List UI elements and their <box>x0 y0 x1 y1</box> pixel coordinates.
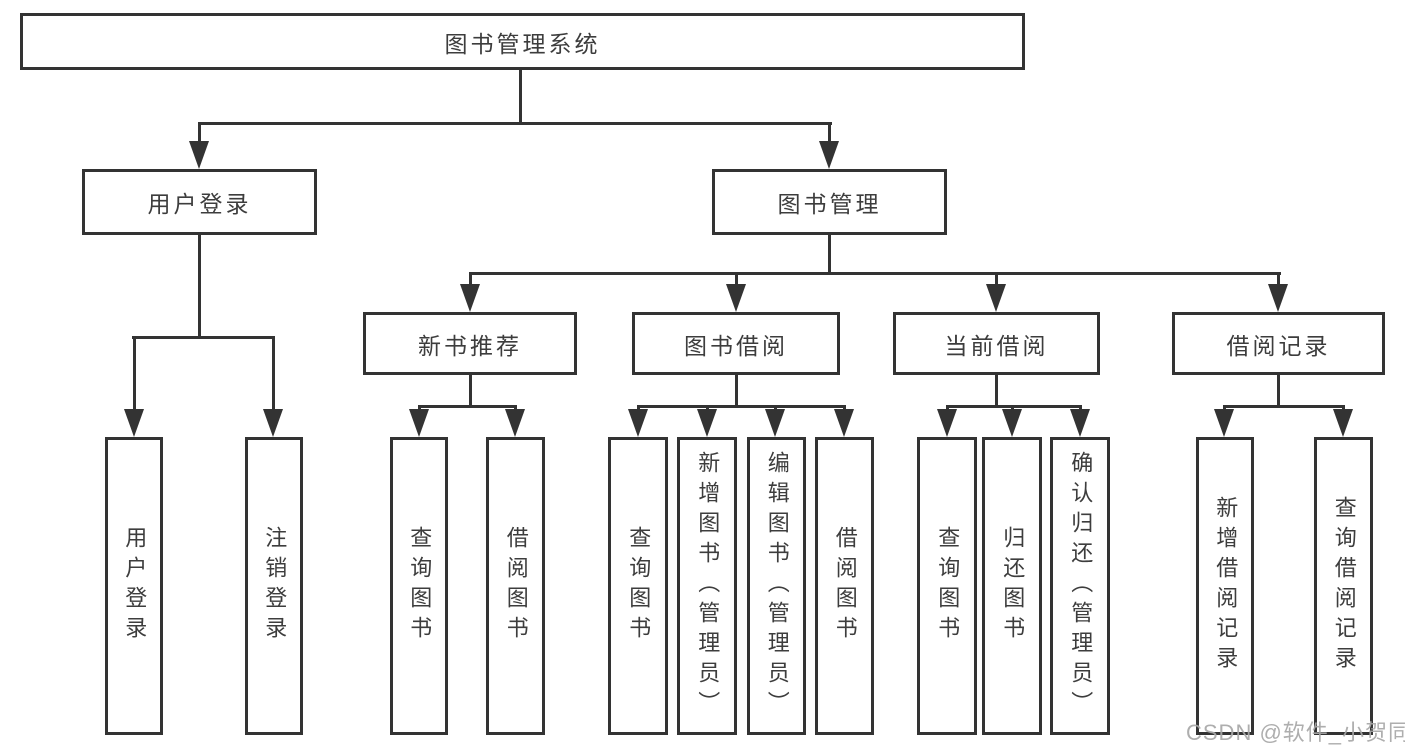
leaf-query-books-recommend: 查询图书 <box>390 437 448 735</box>
connector-line <box>418 405 517 408</box>
node-book-management-label: 图书管理 <box>777 191 882 217</box>
node-library-system-label: 图书管理系统 <box>444 30 601 57</box>
node-new-book-recommend-label: 新书推荐 <box>418 332 522 359</box>
arrow-down-icon <box>263 409 283 437</box>
connector-line <box>1277 272 1280 286</box>
connector-line <box>1342 405 1345 411</box>
connector-line <box>735 272 738 286</box>
leaf-confirm-return-admin: 确认归还（管理员） <box>1050 437 1110 735</box>
connector-line <box>1011 405 1014 411</box>
connector-line <box>706 405 709 411</box>
leaf-add-borrow-record: 新增借阅记录 <box>1196 437 1254 735</box>
arrow-down-icon <box>819 141 839 169</box>
arrow-down-icon <box>460 284 480 312</box>
connector-line <box>519 68 522 124</box>
connector-line <box>946 405 949 411</box>
leaf-borrow-books: 借阅图书 <box>815 437 874 735</box>
connector-line <box>828 234 831 275</box>
connector-line <box>995 272 998 286</box>
arrow-down-icon <box>1002 409 1022 437</box>
connector-line <box>946 405 1082 408</box>
node-current-borrow: 当前借阅 <box>893 312 1100 375</box>
leaf-logout: 注销登录 <box>245 437 303 735</box>
node-book-management: 图书管理 <box>712 169 947 235</box>
arrow-down-icon <box>628 409 648 437</box>
connector-line <box>469 272 472 286</box>
watermark-text: CSDN @软件_小贺同学 <box>1186 720 1405 745</box>
arrow-down-icon <box>765 409 785 437</box>
connector-line <box>1223 405 1226 411</box>
leaf-add-borrow-record-label: 新增借阅记录 <box>1213 496 1239 676</box>
arrow-down-icon <box>937 409 957 437</box>
arrow-down-icon <box>1268 284 1288 312</box>
connector-line <box>469 272 1281 275</box>
connector-line <box>198 122 201 143</box>
node-library-system: 图书管理系统 <box>20 13 1025 70</box>
leaf-return-book-label: 归还图书 <box>1000 526 1026 646</box>
leaf-edit-book-admin-label: 编辑图书（管理员） <box>764 451 790 721</box>
leaf-confirm-return-admin-label: 确认归还（管理员） <box>1068 451 1094 721</box>
leaf-query-books-current: 查询图书 <box>917 437 977 735</box>
arrow-down-icon <box>1333 409 1353 437</box>
connector-line <box>272 336 275 411</box>
leaf-user-login: 用户登录 <box>105 437 163 735</box>
connector-line <box>735 375 738 408</box>
connector-line <box>132 336 275 339</box>
leaf-query-books-recommend-label: 查询图书 <box>407 526 433 646</box>
connector-line <box>843 405 846 411</box>
connector-line <box>198 234 201 339</box>
arrow-down-icon <box>834 409 854 437</box>
arrow-down-icon <box>505 409 525 437</box>
connector-line <box>774 405 777 411</box>
connector-line <box>995 375 998 408</box>
leaf-logout-label: 注销登录 <box>262 526 288 646</box>
connector-line <box>418 405 421 411</box>
node-borrow-records: 借阅记录 <box>1172 312 1385 375</box>
leaf-add-book-admin-label: 新增图书（管理员） <box>695 451 721 721</box>
leaf-add-book-admin: 新增图书（管理员） <box>677 437 737 735</box>
node-book-borrow: 图书借阅 <box>632 312 840 375</box>
arrow-down-icon <box>124 409 144 437</box>
node-book-borrow-label: 图书借阅 <box>684 332 788 359</box>
leaf-borrow-books-recommend-label: 借阅图书 <box>503 526 529 646</box>
connector-line <box>1223 405 1344 408</box>
connector-line <box>133 336 136 411</box>
connector-line <box>198 122 832 125</box>
arrow-down-icon <box>189 141 209 169</box>
leaf-borrow-books-label: 借阅图书 <box>832 526 858 646</box>
leaf-query-borrow-record: 查询借阅记录 <box>1314 437 1373 735</box>
arrow-down-icon <box>409 409 429 437</box>
leaf-query-books-current-label: 查询图书 <box>935 526 961 646</box>
node-borrow-records-label: 借阅记录 <box>1226 332 1331 359</box>
leaf-user-login-label: 用户登录 <box>122 526 148 646</box>
node-current-borrow-label: 当前借阅 <box>944 332 1049 359</box>
node-user-login: 用户登录 <box>82 169 317 235</box>
connector-line <box>1277 375 1280 408</box>
node-new-book-recommend: 新书推荐 <box>363 312 577 375</box>
leaf-edit-book-admin: 编辑图书（管理员） <box>747 437 806 735</box>
leaf-query-books-borrow: 查询图书 <box>608 437 668 735</box>
arrow-down-icon <box>1070 409 1090 437</box>
leaf-borrow-books-recommend: 借阅图书 <box>486 437 545 735</box>
leaf-query-borrow-record-label: 查询借阅记录 <box>1331 496 1357 676</box>
connector-line <box>469 375 472 408</box>
arrow-down-icon <box>986 284 1006 312</box>
leaf-query-books-borrow-label: 查询图书 <box>626 526 652 646</box>
connector-line <box>637 405 846 408</box>
node-user-login-label: 用户登录 <box>147 191 252 217</box>
leaf-return-book: 归还图书 <box>982 437 1042 735</box>
connector-line <box>637 405 640 411</box>
arrow-down-icon <box>726 284 746 312</box>
arrow-down-icon <box>697 409 717 437</box>
connector-line <box>828 122 831 143</box>
arrow-down-icon <box>1214 409 1234 437</box>
connector-line <box>514 405 517 411</box>
connector-line <box>1079 405 1082 411</box>
